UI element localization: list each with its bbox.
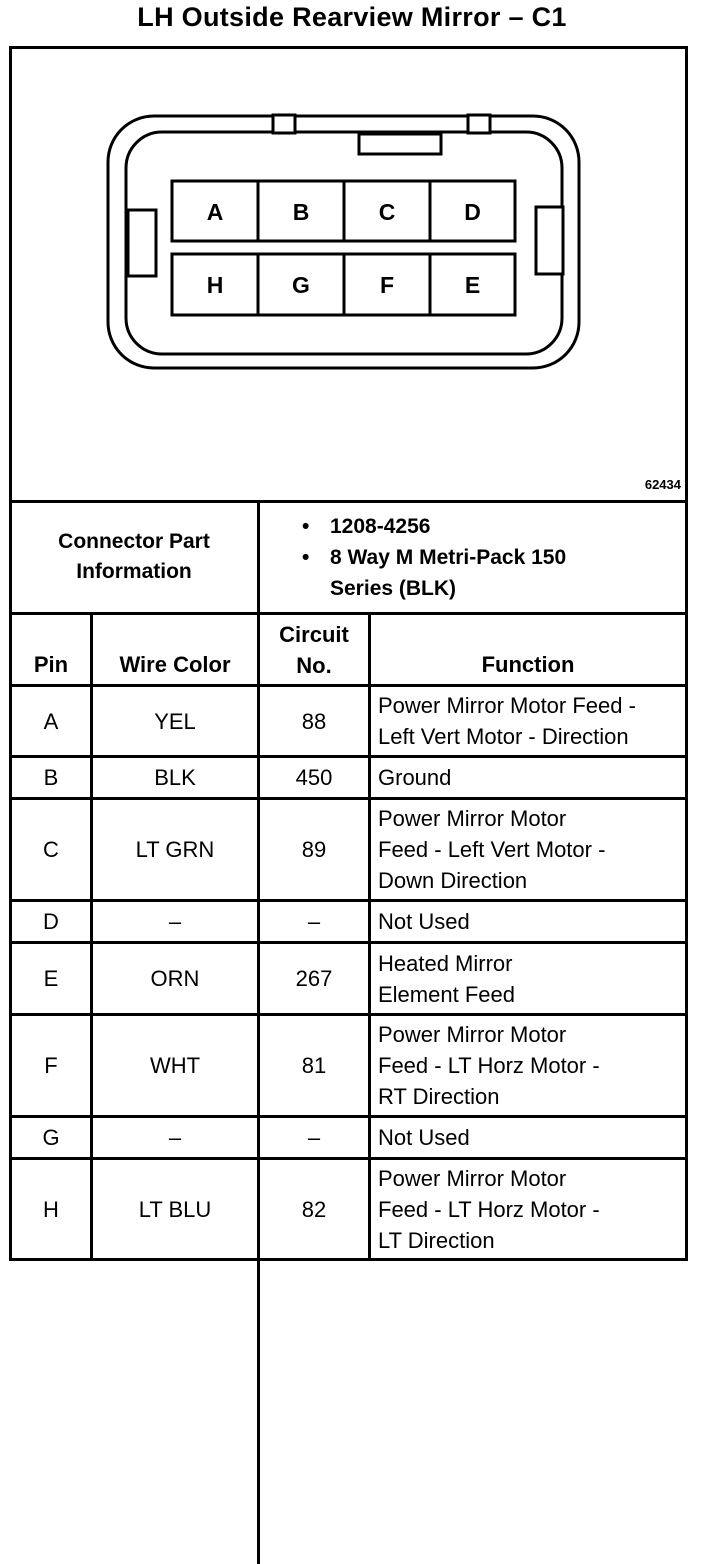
function-line: LT Direction [378, 1227, 495, 1253]
function-line: RT Direction [378, 1084, 500, 1109]
circuit-cell: 82 [301, 1196, 327, 1222]
divider-row-g [12, 1157, 685, 1160]
pin-label-a: A [206, 199, 224, 225]
header-circuit-line1: Circuit [279, 621, 349, 647]
wire-color-cell: LT BLU [138, 1196, 212, 1222]
function-cell: Ground [371, 758, 685, 797]
pin-label-g: G [292, 272, 310, 298]
divider-row-c [12, 899, 685, 902]
side-tab-right [534, 205, 565, 276]
divider-row-a [12, 755, 685, 758]
divider-row-f [12, 1115, 685, 1118]
function-line: Ground [378, 765, 452, 790]
function-line: Feed - Left Vert Motor - [378, 837, 606, 862]
column-divider-circuit [257, 500, 260, 1564]
function-line: Power Mirror Motor [378, 806, 567, 831]
top-latch-left [271, 113, 297, 135]
divider-info [12, 612, 685, 615]
header-pin: Pin [33, 652, 69, 677]
pin-cavity-d [428, 179, 517, 243]
connector-face-drawing [106, 113, 581, 370]
part-number: 1208-4256 [302, 511, 566, 542]
side-tab-left [126, 208, 158, 278]
divider-diagram [12, 500, 685, 503]
header-wire-color: Wire Color [119, 652, 231, 677]
connector-outer-shell [106, 114, 581, 370]
header-circuit-line2: No. [296, 652, 332, 678]
connector-info-label-line1: Connector Part [58, 530, 210, 553]
pin-cell: C [43, 837, 59, 862]
circuit-cell: 88 [301, 708, 327, 734]
connector-part-info-label: Connector Part Information [12, 503, 256, 611]
connector-type-line1: 8 Way M Metri-Pack 150 [330, 546, 567, 569]
wire-color-cell: ORN [150, 966, 200, 991]
divider-header [12, 684, 685, 687]
wire-color-cell: – [168, 909, 182, 934]
connector-inner-shell [124, 130, 564, 356]
function-line: Heated Mirror [378, 950, 513, 976]
top-latch-right [466, 113, 492, 135]
connector-type: 8 Way M Metri-Pack 150 Series (BLK) [302, 542, 566, 604]
circuit-cell: – [307, 909, 321, 934]
circuit-cell: 450 [295, 765, 333, 790]
function-line: Power Mirror Motor [378, 1022, 567, 1047]
pin-cell: G [42, 1125, 60, 1150]
pin-row-top [170, 179, 517, 243]
pin-label-d: D [464, 199, 481, 225]
pin-label-h: H [206, 272, 224, 298]
connector-type-line2: Series (BLK) [330, 577, 457, 600]
pin-cell: D [43, 909, 59, 934]
function-line: Down Direction [378, 868, 528, 893]
page-title: LH Outside Rearview Mirror – C1 [137, 2, 567, 32]
header-function: Function [481, 652, 575, 677]
pin-cell: A [43, 708, 59, 734]
pin-cell: F [44, 1053, 58, 1078]
wire-color-cell: BLK [154, 765, 196, 790]
divider-row-b [12, 797, 685, 800]
top-key [357, 132, 443, 156]
connector-diagram: A B C D H G F E 62434 [12, 49, 685, 499]
function-cell: Not Used [371, 902, 685, 941]
function-line: Power Mirror Motor [378, 1165, 567, 1191]
pin-label-c: C [378, 199, 396, 225]
column-divider-pin [90, 612, 93, 1258]
connector-info-label-line2: Information [76, 560, 192, 583]
circuit-cell: 267 [295, 966, 333, 991]
pin-label-b: B [292, 199, 310, 225]
pin-row-bottom [170, 252, 517, 317]
wire-color-cell: – [168, 1125, 182, 1150]
connector-sheet: A B C D H G F E 62434 Connector Part Inf… [9, 46, 688, 1564]
divider-row-e [12, 1013, 685, 1016]
figure-id: 62434 [644, 477, 681, 492]
divider-row-d [12, 941, 685, 944]
column-divider-function [368, 612, 371, 1258]
pin-cell: H [43, 1196, 59, 1222]
function-cell: Power Mirror Motor Feed - Left Vert Motor… [371, 687, 685, 755]
pin-label-f: F [379, 272, 395, 298]
function-cell: Not Used [371, 1118, 685, 1157]
wire-color-cell: LT GRN [135, 837, 215, 862]
function-line: Not Used [378, 909, 470, 934]
pin-cell: B [43, 765, 59, 790]
function-line: Not Used [378, 1125, 470, 1150]
pin-cavity-e [428, 252, 517, 317]
function-line: Feed - LT Horz Motor - [378, 1053, 600, 1078]
connector-part-info-values: 1208-4256 8 Way M Metri-Pack 150 Series … [302, 511, 566, 604]
function-line: Left Vert Motor - Direction [378, 724, 629, 749]
header-circuit-no: Circuit No. [260, 615, 368, 684]
circuit-cell: – [307, 1125, 321, 1150]
wire-color-cell: WHT [149, 1053, 201, 1078]
circuit-cell: 89 [301, 837, 327, 862]
function-line: Element Feed [378, 981, 515, 1007]
function-line: Power Mirror Motor Feed - [378, 693, 636, 718]
pin-label-e: E [464, 272, 481, 298]
function-line: Feed - LT Horz Motor - [378, 1196, 600, 1222]
wire-color-cell: YEL [154, 708, 196, 734]
pin-cell: E [43, 966, 59, 991]
circuit-cell: 81 [301, 1053, 327, 1078]
